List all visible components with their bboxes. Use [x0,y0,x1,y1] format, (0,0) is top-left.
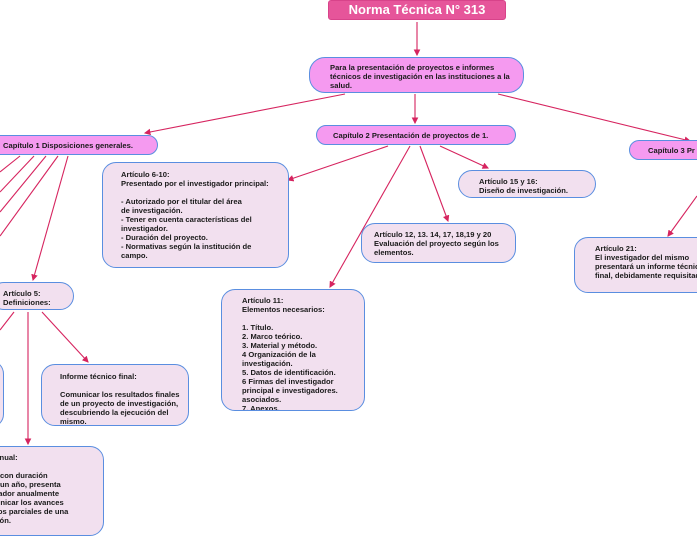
edge-cap2-art1516 [439,145,489,169]
edge-cap2-art11 [329,145,411,288]
edge-cap2-art610 [286,145,389,182]
chapter-2-node[interactable]: Capítulo 2 Presentación de proyectos de … [316,125,516,145]
edge-root-cap1 [143,93,346,136]
edge-cap1-left-d [0,155,59,237]
informe-anual-node[interactable]: e anual: os con duración de un año, pres… [0,446,104,536]
edge-art5-left [0,311,15,331]
edge-cap1-left-a [0,155,21,173]
article-6-10-node[interactable]: Artículo 6-10: Presentado por el investi… [102,162,289,268]
edge-cap2-art1220 [419,145,450,223]
article-15-16-node[interactable]: Artículo 15 y 16: Diseño de investigació… [458,170,596,198]
cropped-node[interactable] [0,360,4,428]
connector-lines [0,22,697,446]
root-topic[interactable]: Para la presentación de proyectos e info… [309,57,524,93]
informe-final-node[interactable]: Informe técnico final: Comunicar los res… [41,364,189,426]
edge-root-cap3 [497,93,692,143]
edge-art5-final [41,311,89,363]
article-12-20-node[interactable]: Artículo 12, 13. 14, 17, 18,19 y 20 Eval… [361,223,516,263]
page-title: Norma Técnica N° 313 [328,0,506,20]
edge-cap1-left-b [0,155,35,193]
article-5-node[interactable]: Artículo 5: Definiciones: [0,282,74,310]
article-21-node[interactable]: Artículo 21: El investigador del mismo p… [574,237,697,293]
edge-cap3-art21 [667,195,697,237]
article-11-node[interactable]: Artículo 11: Elementos necesarios: 1. Tí… [221,289,365,411]
edge-cap1-left-c [0,155,47,213]
edge-cap1-art5 [31,155,69,282]
chapter-1-node[interactable]: Capítulo 1 Disposiciones generales. [0,135,158,155]
chapter-3-node[interactable]: Capítulo 3 Pr [629,140,697,160]
